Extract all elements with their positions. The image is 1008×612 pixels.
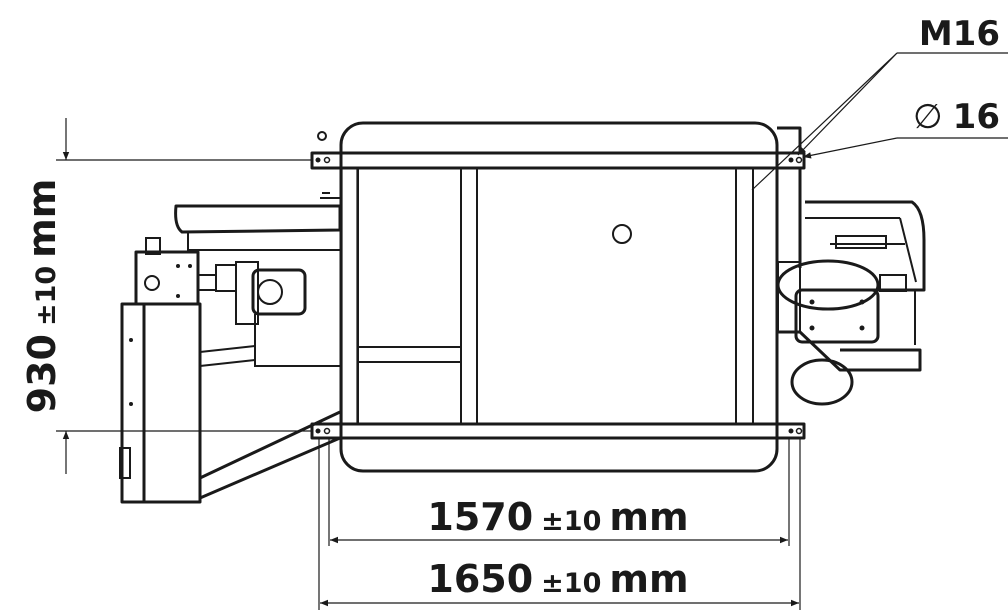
machine-body	[119, 121, 926, 504]
diameter-icon: ∅	[913, 97, 943, 137]
diameter-callout: ∅16	[913, 97, 1000, 137]
inner-panel-divider	[460, 167, 478, 425]
left-gearbox	[134, 250, 200, 306]
inner-panel-left	[357, 167, 462, 425]
left-motor	[251, 268, 307, 316]
main-frame	[339, 121, 779, 473]
right-motor-block	[794, 288, 880, 344]
right-arm-top	[805, 200, 926, 292]
mounting-bar-bottom	[310, 422, 806, 440]
inner-post-right	[735, 167, 754, 425]
extension-lines	[56, 159, 801, 610]
inner-panel-right	[476, 167, 737, 425]
left-column	[120, 302, 146, 504]
dimension-lines	[62, 52, 1008, 607]
hole-marker	[612, 224, 632, 244]
dimension-height-label: 930±10mm	[20, 179, 64, 414]
left-arm-top	[174, 204, 342, 234]
thread-callout: M16	[919, 14, 1000, 54]
mounting-bar-top	[310, 151, 806, 170]
right-bottom-arm	[778, 330, 922, 372]
left-diagonal-beam	[199, 410, 341, 500]
